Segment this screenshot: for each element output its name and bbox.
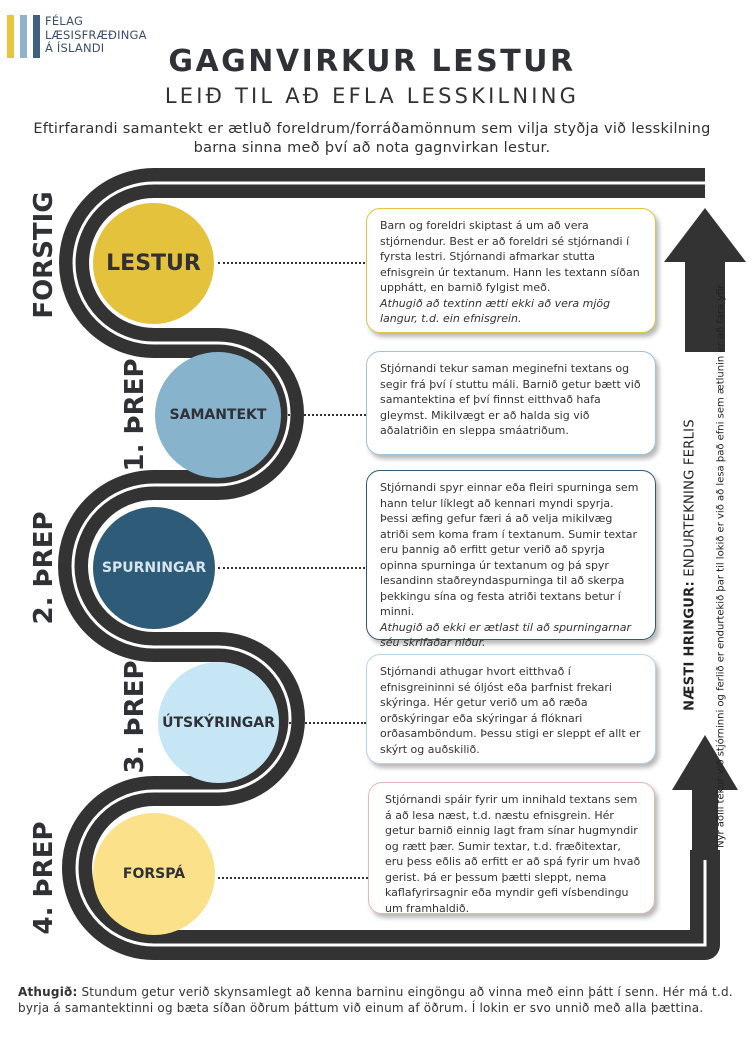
box-samantekt: Stjórnandi tekur saman meginefni textans… — [366, 351, 656, 455]
up-arrow-lower — [672, 735, 738, 860]
up-arrow-upper-shaft — [685, 262, 725, 352]
road-centre-line — [71, 181, 707, 947]
circle-lestur: LESTUR — [93, 203, 214, 324]
box-samantekt-text: Stjórnandi tekur saman meginefni textans… — [380, 362, 641, 437]
step-label-1: 1. ÞREP — [120, 358, 150, 472]
side-description: Nýr aðili tekur við stjórninni og ferlið… — [715, 282, 727, 848]
logo-line-1: FÉLAG — [45, 14, 84, 28]
logo-bar-dark-blue — [33, 15, 40, 58]
page-subtitle: LEIÐ TIL AÐ EFLA LESSKILNING — [164, 84, 580, 108]
circle-spurningar: SPURNINGAR — [93, 507, 215, 629]
connector-samantekt — [284, 414, 366, 416]
connector-utskyringar — [282, 722, 366, 724]
footer-note-label: Athugið: — [18, 985, 78, 999]
box-lestur-text: Barn og foreldri skiptast á um að vera s… — [380, 219, 640, 294]
box-forspa-text: Stjórnandi spáir fyrir um innihald texta… — [385, 793, 641, 915]
step-label-4: 4. ÞREP — [29, 821, 59, 935]
step-label-3: 3. ÞREP — [120, 660, 150, 774]
box-utskyringar: Stjórnandi athugar hvort eitthvað í efni… — [366, 654, 656, 764]
circle-lestur-label: LESTUR — [106, 251, 201, 276]
side-heading-bold: NÆSTI HRINGUR: — [682, 581, 698, 711]
page-title: GAGNVIRKUR LESTUR — [168, 44, 576, 79]
box-lestur-note: Athugið að textinn ætti ekki að vera mjö… — [380, 296, 611, 326]
side-heading: NÆSTI HRINGUR: ENDURTEKNING FERLIS — [683, 419, 698, 711]
box-lestur: Barn og foreldri skiptast á um að vera s… — [366, 208, 656, 333]
up-arrow-upper — [664, 208, 746, 262]
circle-spurningar-label: SPURNINGAR — [101, 560, 207, 576]
circle-utskyringar-label: ÚTSKÝRINGAR — [162, 714, 275, 731]
intro-text: Eftirfarandi samantekt er ætluð foreldru… — [33, 121, 711, 156]
footer-note: Athugið: Stundum getur verið skynsamlegt… — [18, 985, 734, 1016]
footer-note-text: Stundum getur verið skynsamlegt að kenna… — [18, 985, 733, 1015]
box-spurningar-text: Stjórnandi spyr einnar eða fleiri spurni… — [380, 481, 639, 618]
box-forspa: Stjórnandi spáir fyrir um innihald texta… — [368, 782, 655, 915]
box-spurningar-note: Athugið að ekki er ætlast til að spurnin… — [380, 620, 632, 650]
logo-bar-light-blue — [20, 15, 27, 58]
side-heading-rest: ENDURTEKNING FERLIS — [682, 419, 698, 582]
step-label-forstig: FORSTIG — [29, 191, 59, 319]
circle-samantekt-label: SAMANTEKT — [169, 407, 267, 423]
logo-text: FÉLAG LÆSISFRÆÐINGA Á ÍSLANDI — [45, 14, 147, 56]
logo-line-2: LÆSISFRÆÐINGA — [45, 27, 147, 42]
logo-line-3: Á ÍSLANDI — [45, 41, 105, 55]
step-label-2: 2. ÞREP — [29, 511, 59, 625]
connector-lestur — [218, 262, 365, 264]
box-utskyringar-text: Stjórnandi athugar hvort eitthvað í efni… — [380, 665, 641, 756]
circle-forspa-label: FORSPÁ — [122, 866, 186, 882]
circle-utskyringar: ÚTSKÝRINGAR — [158, 662, 279, 783]
box-spurningar: Stjórnandi spyr einnar eða fleiri spurni… — [366, 470, 656, 649]
connector-spurningar — [218, 567, 365, 569]
circle-samantekt: SAMANTEKT — [155, 352, 281, 478]
logo-bar-yellow — [7, 15, 14, 58]
connector-forspa — [218, 877, 368, 879]
circle-forspa: FORSPÁ — [93, 813, 215, 935]
